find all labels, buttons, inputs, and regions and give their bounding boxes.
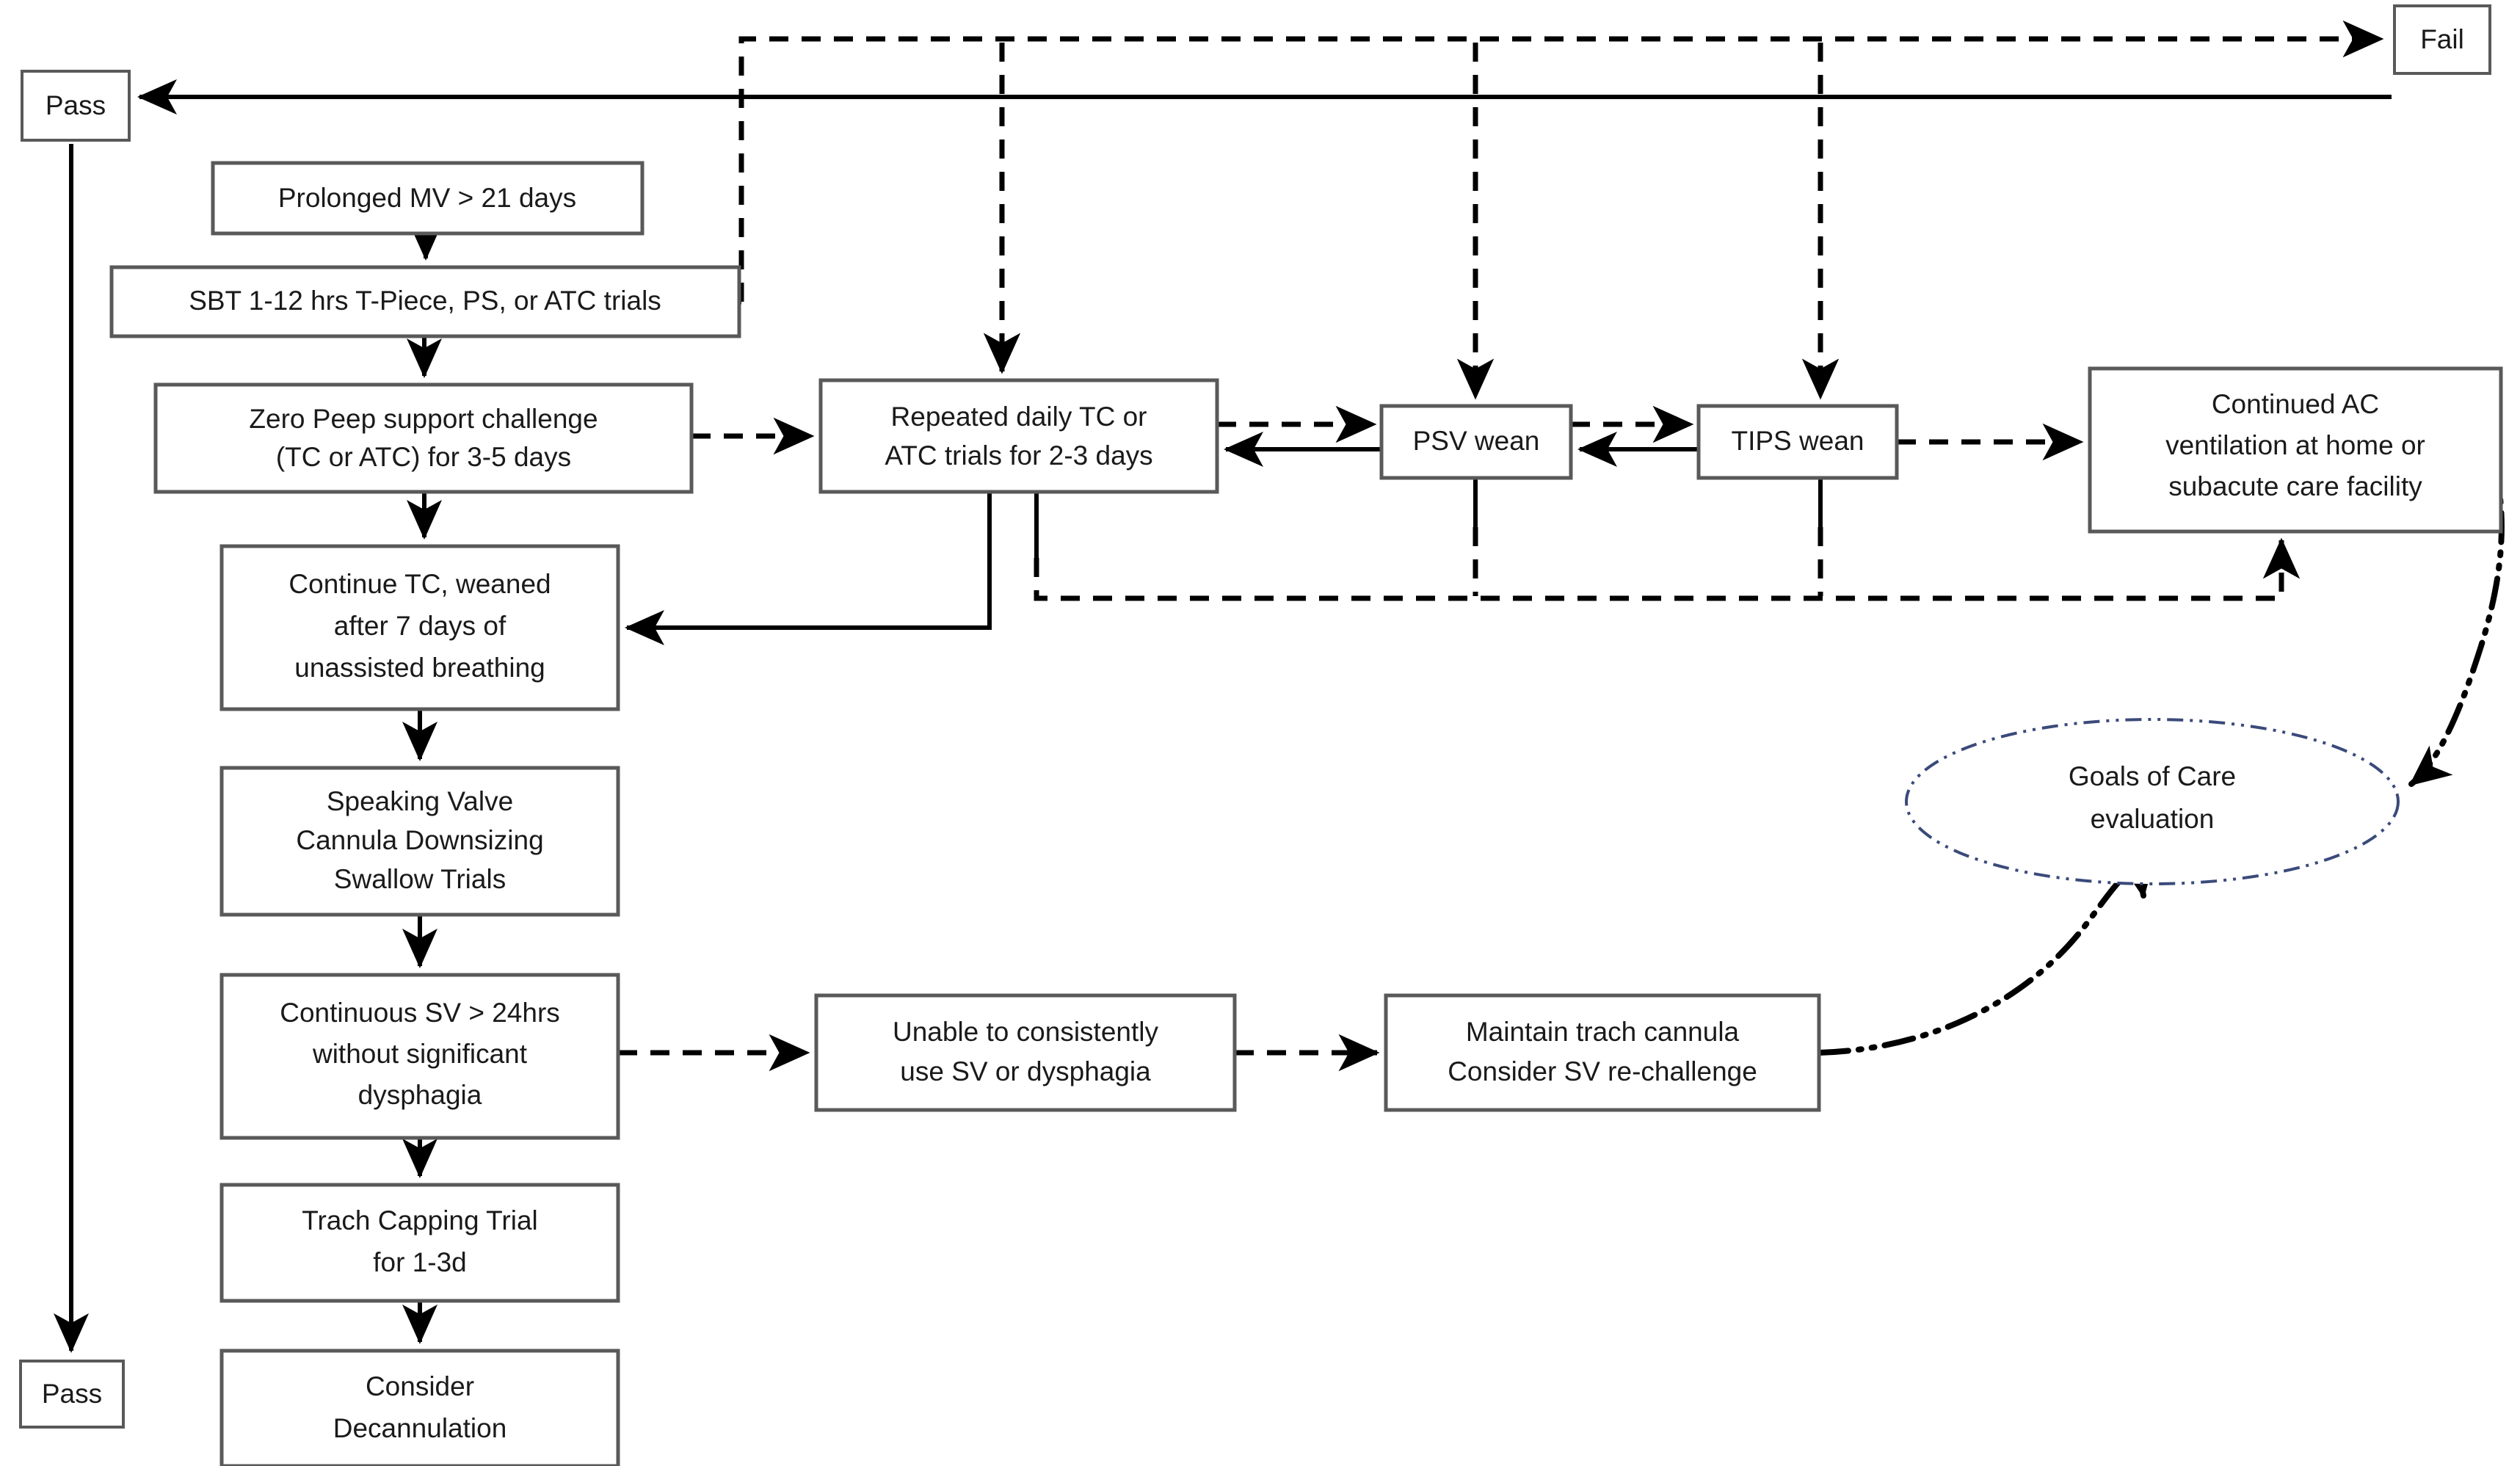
edge-repeated-daily-to-continue-tc: [625, 492, 992, 645]
node-sbt-label: SBT 1-12 hrs T-Piece, PS, or ATC trials: [189, 286, 661, 316]
node-tips-wean-label: TIPS wean: [1732, 426, 1864, 456]
node-zero-peep[interactable]: Zero Peep support challenge (TC or ATC) …: [153, 382, 694, 494]
node-unable-sv-label-1: Unable to consistently: [893, 1017, 1158, 1047]
node-prolonged-mv[interactable]: Prolonged MV > 21 days: [211, 161, 644, 236]
node-pass-bottom-label: Pass: [42, 1379, 102, 1409]
edge-continued-ac-to-goals-of-care: [2408, 445, 2505, 787]
node-fail-top[interactable]: Fail: [2393, 4, 2491, 75]
node-trach-capping-label-1: Trach Capping Trial: [302, 1205, 538, 1235]
node-tips-wean[interactable]: TIPS wean: [1696, 404, 1899, 480]
node-maintain-trach-label-1: Maintain trach cannula: [1466, 1017, 1740, 1047]
node-trach-capping[interactable]: Trach Capping Trial for 1-3d: [219, 1183, 620, 1303]
node-speaking-valve[interactable]: Speaking Valve Cannula Downsizing Swallo…: [219, 766, 620, 917]
node-pass-top[interactable]: Pass: [21, 70, 131, 142]
node-goals-of-care-label-2: evaluation: [2091, 804, 2215, 834]
node-speaking-valve-label-3: Swallow Trials: [334, 864, 506, 894]
node-continued-ac-label-1: Continued AC: [2212, 389, 2379, 419]
node-maintain-trach-label-2: Consider SV re-challenge: [1448, 1056, 1757, 1086]
node-goals-of-care-label-1: Goals of Care: [2069, 761, 2236, 791]
node-speaking-valve-label-1: Speaking Valve: [327, 786, 513, 816]
edge-maintain-trach-to-goals-of-care: [1816, 854, 2156, 1056]
node-trach-capping-label-2: for 1-3d: [373, 1247, 467, 1277]
node-repeated-daily[interactable]: Repeated daily TC or ATC trials for 2-3 …: [818, 378, 1219, 494]
node-prolonged-mv-label: Prolonged MV > 21 days: [278, 183, 576, 213]
edge-repeated-daily-to-continued-ac: [1034, 492, 2301, 601]
node-maintain-trach[interactable]: Maintain trach cannula Consider SV re-ch…: [1384, 993, 1821, 1112]
node-zero-peep-label-2: (TC or ATC) for 3-5 days: [276, 442, 571, 472]
node-consider-decannulation[interactable]: Consider Decannulation: [219, 1349, 620, 1466]
node-unable-sv-label-2: use SV or dysphagia: [900, 1056, 1151, 1086]
node-psv-wean-label: PSV wean: [1413, 426, 1540, 456]
node-consider-decannulation-label-2: Decannulation: [333, 1413, 507, 1443]
node-continued-ac-label-2: ventilation at home or: [2165, 430, 2425, 460]
node-continue-tc-label-1: Continue TC, weaned: [288, 569, 551, 599]
node-continued-ac-label-3: subacute care facility: [2168, 471, 2422, 501]
node-continuous-sv-label-3: dysphagia: [358, 1080, 482, 1110]
node-pass-top-label: Pass: [46, 90, 106, 120]
node-consider-decannulation-label-1: Consider: [366, 1371, 474, 1401]
node-continuous-sv[interactable]: Continuous SV > 24hrs without significan…: [219, 973, 620, 1140]
node-continue-tc-label-3: unassisted breathing: [294, 653, 545, 683]
node-fail-top-label: Fail: [2420, 24, 2464, 54]
node-continue-tc-label-2: after 7 days of: [334, 611, 506, 641]
node-speaking-valve-label-2: Cannula Downsizing: [296, 825, 543, 855]
node-zero-peep-label-1: Zero Peep support challenge: [249, 404, 598, 434]
node-continued-ac[interactable]: Continued AC ventilation at home or suba…: [2088, 366, 2503, 534]
node-sbt[interactable]: SBT 1-12 hrs T-Piece, PS, or ATC trials: [109, 265, 741, 338]
node-repeated-daily-label-1: Repeated daily TC or: [891, 402, 1147, 432]
node-repeated-daily-label-2: ATC trials for 2-3 days: [885, 440, 1152, 471]
node-goals-of-care[interactable]: Goals of Care evaluation: [1905, 718, 2400, 885]
node-continue-tc[interactable]: Continue TC, weaned after 7 days of unas…: [219, 544, 620, 711]
node-continuous-sv-label-1: Continuous SV > 24hrs: [280, 998, 560, 1028]
node-psv-wean[interactable]: PSV wean: [1379, 404, 1573, 480]
node-pass-bottom[interactable]: Pass: [19, 1360, 125, 1429]
edge-sbt-to-fail: [738, 20, 2384, 305]
node-continuous-sv-label-2: without significant: [312, 1039, 528, 1069]
node-unable-sv[interactable]: Unable to consistently use SV or dysphag…: [814, 993, 1237, 1112]
